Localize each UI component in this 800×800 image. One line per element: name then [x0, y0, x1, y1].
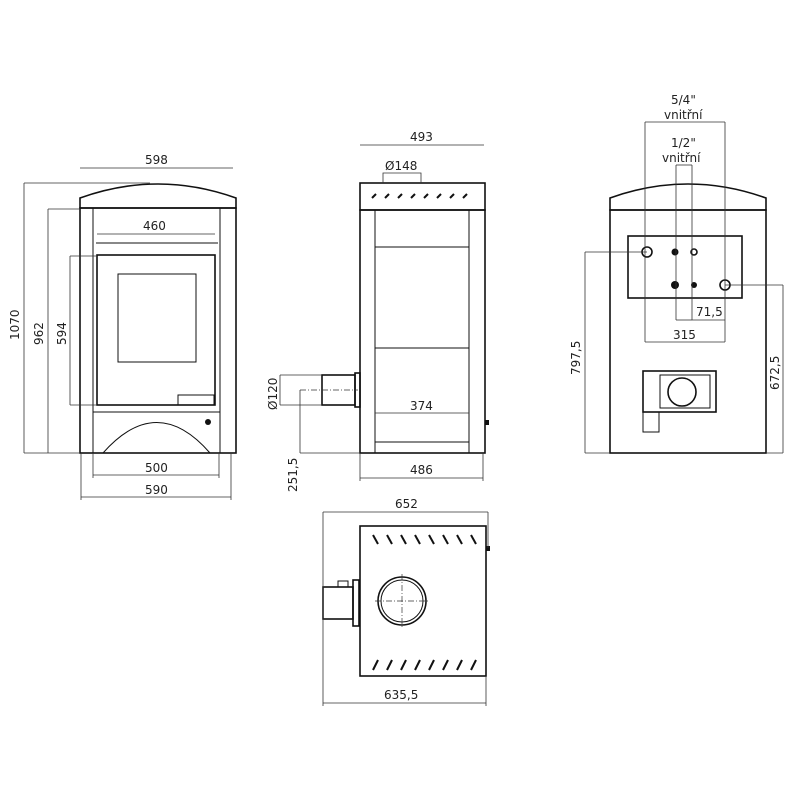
pipe-large-size: 5/4"	[671, 93, 696, 107]
dim-962: 962	[32, 322, 46, 345]
back-view: 5/4" vnitřní 1/2" vnitřní 71,5 315 797,5…	[569, 93, 784, 454]
dim-652: 652	[395, 497, 418, 511]
dim-1070: 1070	[8, 309, 22, 340]
dim-598: 598	[145, 153, 168, 167]
dim-797-5: 797,5	[569, 341, 583, 375]
dim-71-5: 71,5	[696, 305, 723, 319]
top-view: 652 635,5	[322, 497, 490, 706]
dim-374: 374	[410, 399, 433, 413]
dim-460: 460	[143, 219, 166, 233]
front-view: 598 460 1070 962 594 500 590	[8, 153, 237, 500]
dim-672-5: 672,5	[768, 356, 782, 390]
dim-flue-148: Ø148	[385, 159, 417, 173]
side-view: 493 Ø148 Ø120 251,5 374 486	[266, 130, 489, 492]
dim-594: 594	[55, 322, 69, 345]
dim-590: 590	[145, 483, 168, 497]
dim-315: 315	[673, 328, 696, 342]
dim-flue-120: Ø120	[266, 378, 280, 410]
dim-486: 486	[410, 463, 433, 477]
dim-500: 500	[145, 461, 168, 475]
dim-251-5: 251,5	[286, 458, 300, 492]
pipe-small-note: vnitřní	[662, 151, 701, 165]
pipe-small-size: 1/2"	[671, 136, 696, 150]
pipe-large-note: vnitřní	[664, 108, 703, 122]
dim-635-5: 635,5	[384, 688, 418, 702]
dim-493: 493	[410, 130, 433, 144]
